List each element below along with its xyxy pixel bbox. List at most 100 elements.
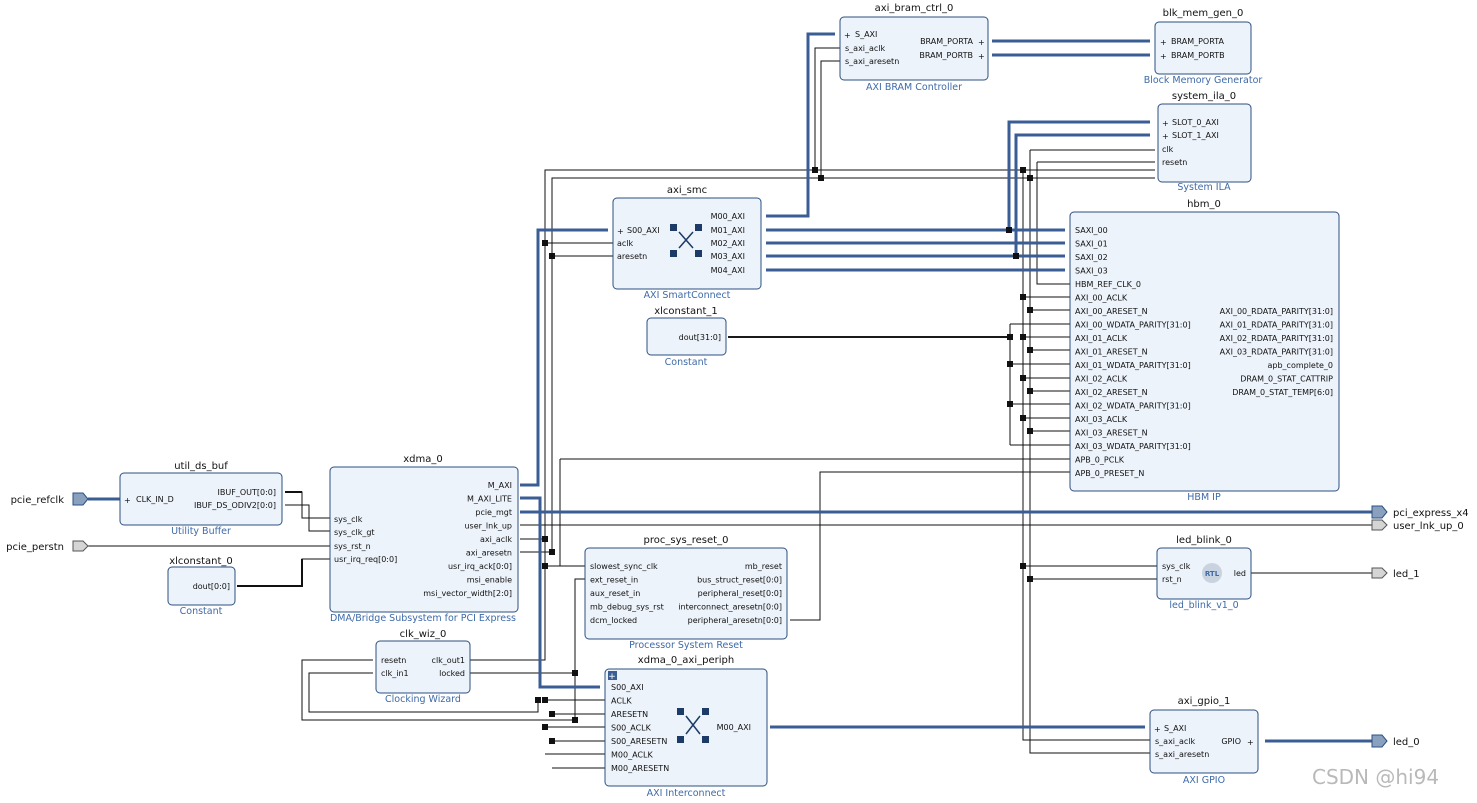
block-title: axi_bram_ctrl_0 xyxy=(875,3,954,14)
pin-label: dcm_locked xyxy=(590,616,637,625)
pin-label: sys_rst_n xyxy=(334,542,371,551)
pin-label: s_axi_aresetn xyxy=(1155,750,1209,759)
pin-label: locked xyxy=(439,669,465,678)
port-label: led_0 xyxy=(1393,737,1420,748)
pin-label: mb_reset xyxy=(745,562,782,571)
port-led-0[interactable]: led_0 xyxy=(1371,734,1420,748)
pin-label: AXI_03_RDATA_PARITY[31:0] xyxy=(1220,348,1333,357)
pin-label: S00_AXI xyxy=(627,226,660,235)
pin-label: bus_struct_reset[0:0] xyxy=(697,576,782,585)
block-led-blink-0[interactable]: led_blink_0 led_blink_v1_0 sys_clk rst_n… xyxy=(1156,535,1252,611)
port-label: pcie_refclk xyxy=(11,495,65,506)
pin-label: DRAM_0_STAT_TEMP[6:0] xyxy=(1232,388,1333,397)
block-title: system_ila_0 xyxy=(1172,91,1236,102)
bus-plus-icon: + xyxy=(1162,119,1169,128)
expand-icon[interactable] xyxy=(608,671,617,680)
bus-plus-icon: + xyxy=(1162,132,1169,141)
pin-label: M04_AXI xyxy=(711,266,745,275)
pin-label: APB_0_PCLK xyxy=(1075,456,1125,465)
port-pci-express-x4[interactable]: pci_express_x4 xyxy=(1371,505,1469,519)
port-user-lnk-up-0[interactable]: user_lnk_up_0 xyxy=(1371,519,1464,532)
bus-plus-icon: + xyxy=(1154,725,1161,734)
pin-label: msi_enable xyxy=(467,576,512,585)
pin-label: s_axi_aclk xyxy=(845,44,886,53)
pin-label: aux_reset_in xyxy=(590,589,640,598)
pin-label: AXI_03_WDATA_PARITY[31:0] xyxy=(1075,442,1191,451)
pin-label: slowest_sync_clk xyxy=(590,562,658,571)
pin-label: M02_AXI xyxy=(711,239,745,248)
pin-label: user_lnk_up xyxy=(464,522,512,531)
block-clk-wiz-0[interactable]: clk_wiz_0 Clocking Wizard resetn clk_in1… xyxy=(375,629,471,705)
block-xdma-0-axi-periph[interactable]: xdma_0_axi_periph AXI Interconnect + S00… xyxy=(604,655,768,799)
pin-label: resetn xyxy=(1162,158,1187,167)
pin-label: AXI_03_ACLK xyxy=(1075,415,1128,424)
bus-plus-icon: + xyxy=(978,52,985,61)
block-title: proc_sys_reset_0 xyxy=(644,535,729,546)
pin-label: s_axi_aclk xyxy=(1155,737,1196,746)
pin-label: AXI_02_RDATA_PARITY[31:0] xyxy=(1220,334,1333,343)
block-xdma-0[interactable]: xdma_0 DMA/Bridge Subsystem for PCI Expr… xyxy=(329,454,519,624)
expand-plus: + xyxy=(608,672,616,682)
pin-label: sys_clk xyxy=(1162,562,1191,571)
port-pcie-refclk[interactable]: pcie_refclk xyxy=(11,492,89,506)
pin-label: ARESETN xyxy=(611,710,648,719)
block-subtitle: AXI GPIO xyxy=(1183,775,1225,786)
pin-label: AXI_02_ACLK xyxy=(1075,375,1128,384)
pin-label: peripheral_aresetn[0:0] xyxy=(688,616,782,625)
block-title: xdma_0 xyxy=(403,454,443,465)
pin-label: led xyxy=(1234,569,1246,578)
block-subtitle: Processor System Reset xyxy=(629,640,743,651)
pin-label: s_axi_aresetn xyxy=(845,57,899,66)
block-title: xlconstant_0 xyxy=(169,556,233,567)
pin-label: S_AXI xyxy=(855,30,877,39)
block-xlconstant-1[interactable]: xlconstant_1 Constant dout[31:0] xyxy=(646,306,727,368)
block-axi-gpio-1[interactable]: axi_gpio_1 AXI GPIO S_AXI s_axi_aclk s_a… xyxy=(1149,696,1259,786)
block-subtitle: DMA/Bridge Subsystem for PCI Express xyxy=(330,613,516,624)
pin-label: AXI_01_ACLK xyxy=(1075,334,1128,343)
block-xlconstant-0[interactable]: xlconstant_0 Constant dout[0:0] xyxy=(167,556,236,617)
block-axi-bram-ctrl-0[interactable]: axi_bram_ctrl_0 AXI BRAM Controller S_AX… xyxy=(839,3,989,93)
pin-label: AXI_00_ACLK xyxy=(1075,294,1128,303)
pin-label: HBM_REF_CLK_0 xyxy=(1075,280,1141,289)
pin-label: M03_AXI xyxy=(711,252,745,261)
block-system-ila-0[interactable]: system_ila_0 System ILA SLOT_0_AXI SLOT_… xyxy=(1157,91,1252,193)
rtl-badge: RTL xyxy=(1205,570,1220,578)
pin-label: AXI_00_RDATA_PARITY[31:0] xyxy=(1220,307,1333,316)
block-axi-smc[interactable]: axi_smc AXI SmartConnect S00_AXI aclk ar… xyxy=(612,185,762,301)
bus-plus-icon: + xyxy=(1160,38,1167,47)
pin-label: APB_0_PRESET_N xyxy=(1075,469,1144,478)
rtl-icon xyxy=(1202,563,1222,583)
pin-label: S_AXI xyxy=(1164,724,1186,733)
pin-label: IBUF_DS_ODIV2[0:0] xyxy=(194,501,276,510)
pin-label: S00_ACLK xyxy=(611,724,652,733)
pin-label: clk_in1 xyxy=(381,669,409,678)
block-subtitle: AXI BRAM Controller xyxy=(866,82,962,93)
port-label: user_lnk_up_0 xyxy=(1393,521,1464,532)
pin-label: interconnect_aresetn[0:0] xyxy=(678,603,782,612)
pin-label: AXI_02_WDATA_PARITY[31:0] xyxy=(1075,402,1191,411)
pin-label: AXI_01_RDATA_PARITY[31:0] xyxy=(1220,321,1333,330)
pin-label: aresetn xyxy=(617,252,647,261)
pin-label: axi_aresetn xyxy=(466,549,512,558)
port-pcie-perstn[interactable]: pcie_perstn xyxy=(6,540,89,553)
block-title: util_ds_buf xyxy=(174,461,228,472)
block-proc-sys-reset-0[interactable]: proc_sys_reset_0 Processor System Reset … xyxy=(584,535,788,651)
block-hbm-0[interactable]: hbm_0 HBM IP SAXI_00SAXI_01SAXI_02SAXI_0… xyxy=(1069,199,1340,503)
pin-label: AXI_00_ARESET_N xyxy=(1075,307,1148,316)
pin-label: M00_ACLK xyxy=(611,751,653,760)
port-label: pci_express_x4 xyxy=(1393,508,1469,519)
bus-plus-icon: + xyxy=(978,38,985,47)
bus-plus-icon: + xyxy=(617,227,624,236)
bus-plus-icon: + xyxy=(1247,738,1254,747)
pin-label: AXI_02_ARESET_N xyxy=(1075,388,1148,397)
port-led-1[interactable]: led_1 xyxy=(1371,567,1420,580)
bus-plus-icon: + xyxy=(844,31,851,40)
block-title: hbm_0 xyxy=(1187,199,1221,210)
block-util-ds-buf[interactable]: util_ds_buf Utility Buffer CLK_IN_D IBUF… xyxy=(119,461,283,537)
watermark-text: CSDN @hi94 xyxy=(1312,765,1439,789)
pin-label: apb_complete_0 xyxy=(1267,361,1333,370)
pin-label: GPIO xyxy=(1221,737,1241,746)
block-blk-mem-gen-0[interactable]: blk_mem_gen_0 Block Memory Generator BRA… xyxy=(1144,8,1263,86)
pin-label: M00_AXI xyxy=(717,723,751,732)
